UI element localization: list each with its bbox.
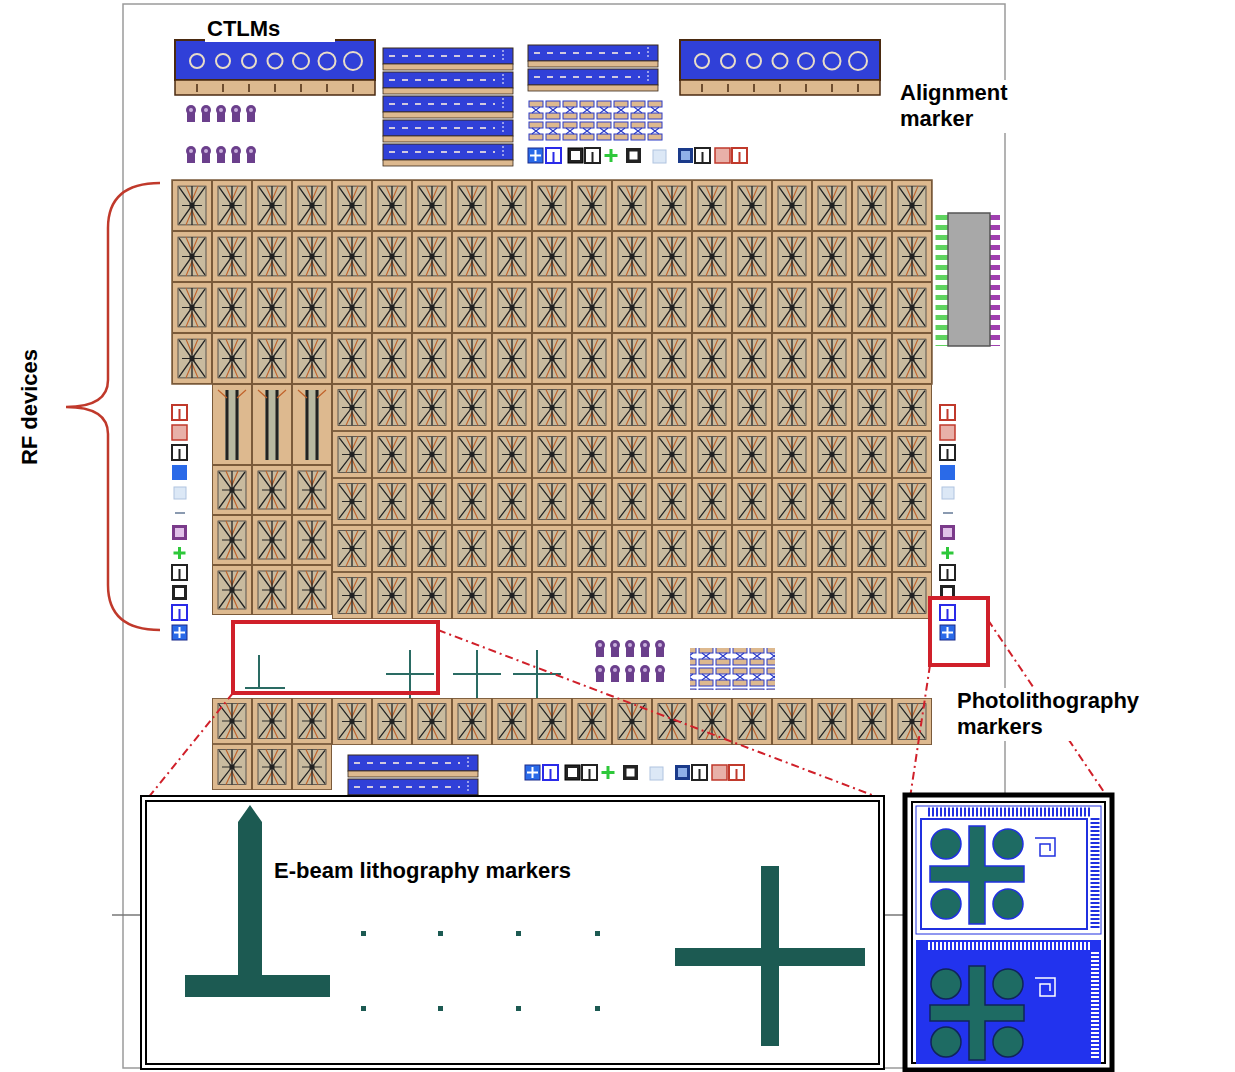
photolithography-inset	[916, 940, 1101, 1064]
photolithography-inset	[931, 1027, 961, 1057]
photolithography-inset	[1035, 838, 1055, 856]
photolithography-inset	[928, 942, 1092, 950]
zoom-leader	[910, 665, 930, 798]
marker-row	[172, 405, 187, 640]
photolithography-inset	[930, 826, 1024, 924]
inset-frame: E-beam lithography markers	[140, 795, 885, 1070]
ebeam-small-markers	[513, 650, 561, 698]
alignment-chip	[942, 213, 995, 346]
marker-row	[528, 148, 747, 163]
rf-device-grid	[172, 180, 932, 790]
photolithography-inset	[993, 1027, 1023, 1057]
ebeam-inset	[438, 1006, 443, 1011]
inset-title: E-beam lithography markers	[272, 858, 573, 884]
photolithography-inset	[993, 829, 1023, 859]
long-line-device	[227, 390, 317, 460]
photolithography-inset	[930, 966, 1024, 1060]
ebeam-small-markers	[245, 650, 561, 698]
photolithography-inset	[993, 969, 1023, 999]
test-bars	[528, 45, 658, 67]
ebeam-inset	[185, 805, 330, 997]
keyhole-structure	[186, 105, 256, 122]
photolithography-inset	[1091, 952, 1099, 1060]
test-bars	[348, 755, 478, 777]
ebeam-small-markers	[386, 650, 434, 698]
photolithography-inset	[1035, 978, 1055, 996]
rf-device-grid	[332, 698, 932, 745]
photolithography-inset	[931, 969, 961, 999]
ebeam-inset	[595, 1006, 600, 1011]
photolithography-inset	[931, 829, 961, 859]
ebeam-inset	[361, 866, 865, 1046]
marker-row	[940, 405, 955, 640]
alignment-chip	[948, 213, 990, 346]
highlight-box	[233, 622, 438, 693]
ebeam-inset	[361, 931, 366, 936]
photolithography-inset	[916, 806, 1101, 934]
ebeam-inset	[438, 931, 443, 936]
alignment-chip	[936, 215, 949, 346]
ebeam-small-markers	[245, 655, 285, 688]
test-bars	[383, 144, 513, 166]
long-line-device	[253, 385, 292, 465]
test-bars	[383, 96, 513, 118]
long-line-device	[213, 385, 252, 465]
rf-bracket	[66, 183, 160, 630]
photolithography-inset	[912, 802, 1105, 1063]
photolithography-inset	[931, 889, 961, 919]
ebeam-inset	[516, 1006, 521, 1011]
rf-bracket	[66, 183, 160, 630]
photolithography-inset	[928, 808, 1092, 817]
photolithography-inset	[1091, 818, 1100, 930]
ebeam-inset	[595, 931, 600, 936]
ebeam-inset	[516, 931, 521, 936]
rf-device-grid	[172, 180, 932, 384]
zoom-leader	[148, 693, 233, 798]
keyhole-structure	[595, 640, 665, 657]
rf-device-grid	[172, 180, 932, 384]
rf-device-grid	[212, 698, 332, 790]
test-bars	[528, 69, 658, 91]
ctlm-structure	[175, 40, 375, 95]
ebeam-inset	[361, 1006, 366, 1011]
alignment-chip	[990, 215, 1000, 346]
cross-pattern	[528, 100, 664, 142]
highlight-box	[930, 598, 988, 665]
ebeam-inset	[140, 795, 885, 1070]
photolithography-inset	[905, 795, 1112, 1070]
photolithography-inset	[905, 795, 1112, 1070]
ctlm-structure	[175, 40, 880, 95]
callout-label: Alignment marker	[898, 80, 1058, 133]
rf-device-grid	[212, 465, 332, 615]
callout-label: Photolithography markers	[955, 688, 1205, 741]
ebeam-small-markers	[453, 650, 501, 698]
rf-device-grid	[332, 384, 932, 619]
keyhole-structure	[186, 146, 256, 163]
marker-row	[525, 765, 744, 780]
callout-label: CTLMs	[205, 16, 335, 42]
long-line-device	[213, 385, 332, 465]
zoom-leader	[438, 630, 880, 798]
ebeam-inset	[140, 795, 885, 1070]
highlight-box	[233, 598, 988, 693]
long-line-device	[293, 385, 332, 465]
photolithography-inset	[921, 819, 1087, 929]
photolithography-inset	[930, 826, 1024, 924]
ebeam-inset	[761, 866, 779, 1046]
test-bars	[383, 72, 513, 94]
ctlm-structure	[680, 40, 880, 95]
marker-row	[172, 148, 955, 780]
photolithography-inset	[993, 889, 1023, 919]
bracket-label: RF devices	[17, 347, 43, 467]
photolithography-inset	[930, 966, 1024, 1060]
keyhole-structure	[595, 665, 665, 682]
long-line-device	[218, 390, 326, 398]
cross-pattern	[690, 648, 775, 690]
test-bars	[383, 48, 513, 70]
test-bars	[383, 120, 513, 142]
